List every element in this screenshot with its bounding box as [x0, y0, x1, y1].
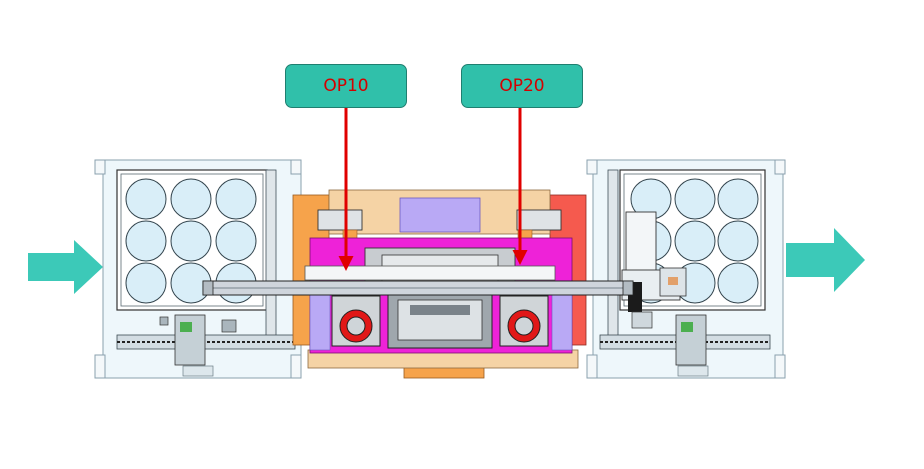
op10-label-text: OP10	[323, 76, 369, 96]
op20-label: OP20	[461, 64, 583, 108]
outfeed-arrow-icon	[786, 228, 865, 292]
left-storage-frame	[94, 159, 302, 379]
infeed-arrow-icon	[28, 240, 103, 294]
op20-label-text: OP20	[499, 76, 545, 96]
op10-label: OP10	[285, 64, 407, 108]
right-storage-frame	[586, 159, 786, 379]
transfer-rail	[202, 280, 634, 296]
